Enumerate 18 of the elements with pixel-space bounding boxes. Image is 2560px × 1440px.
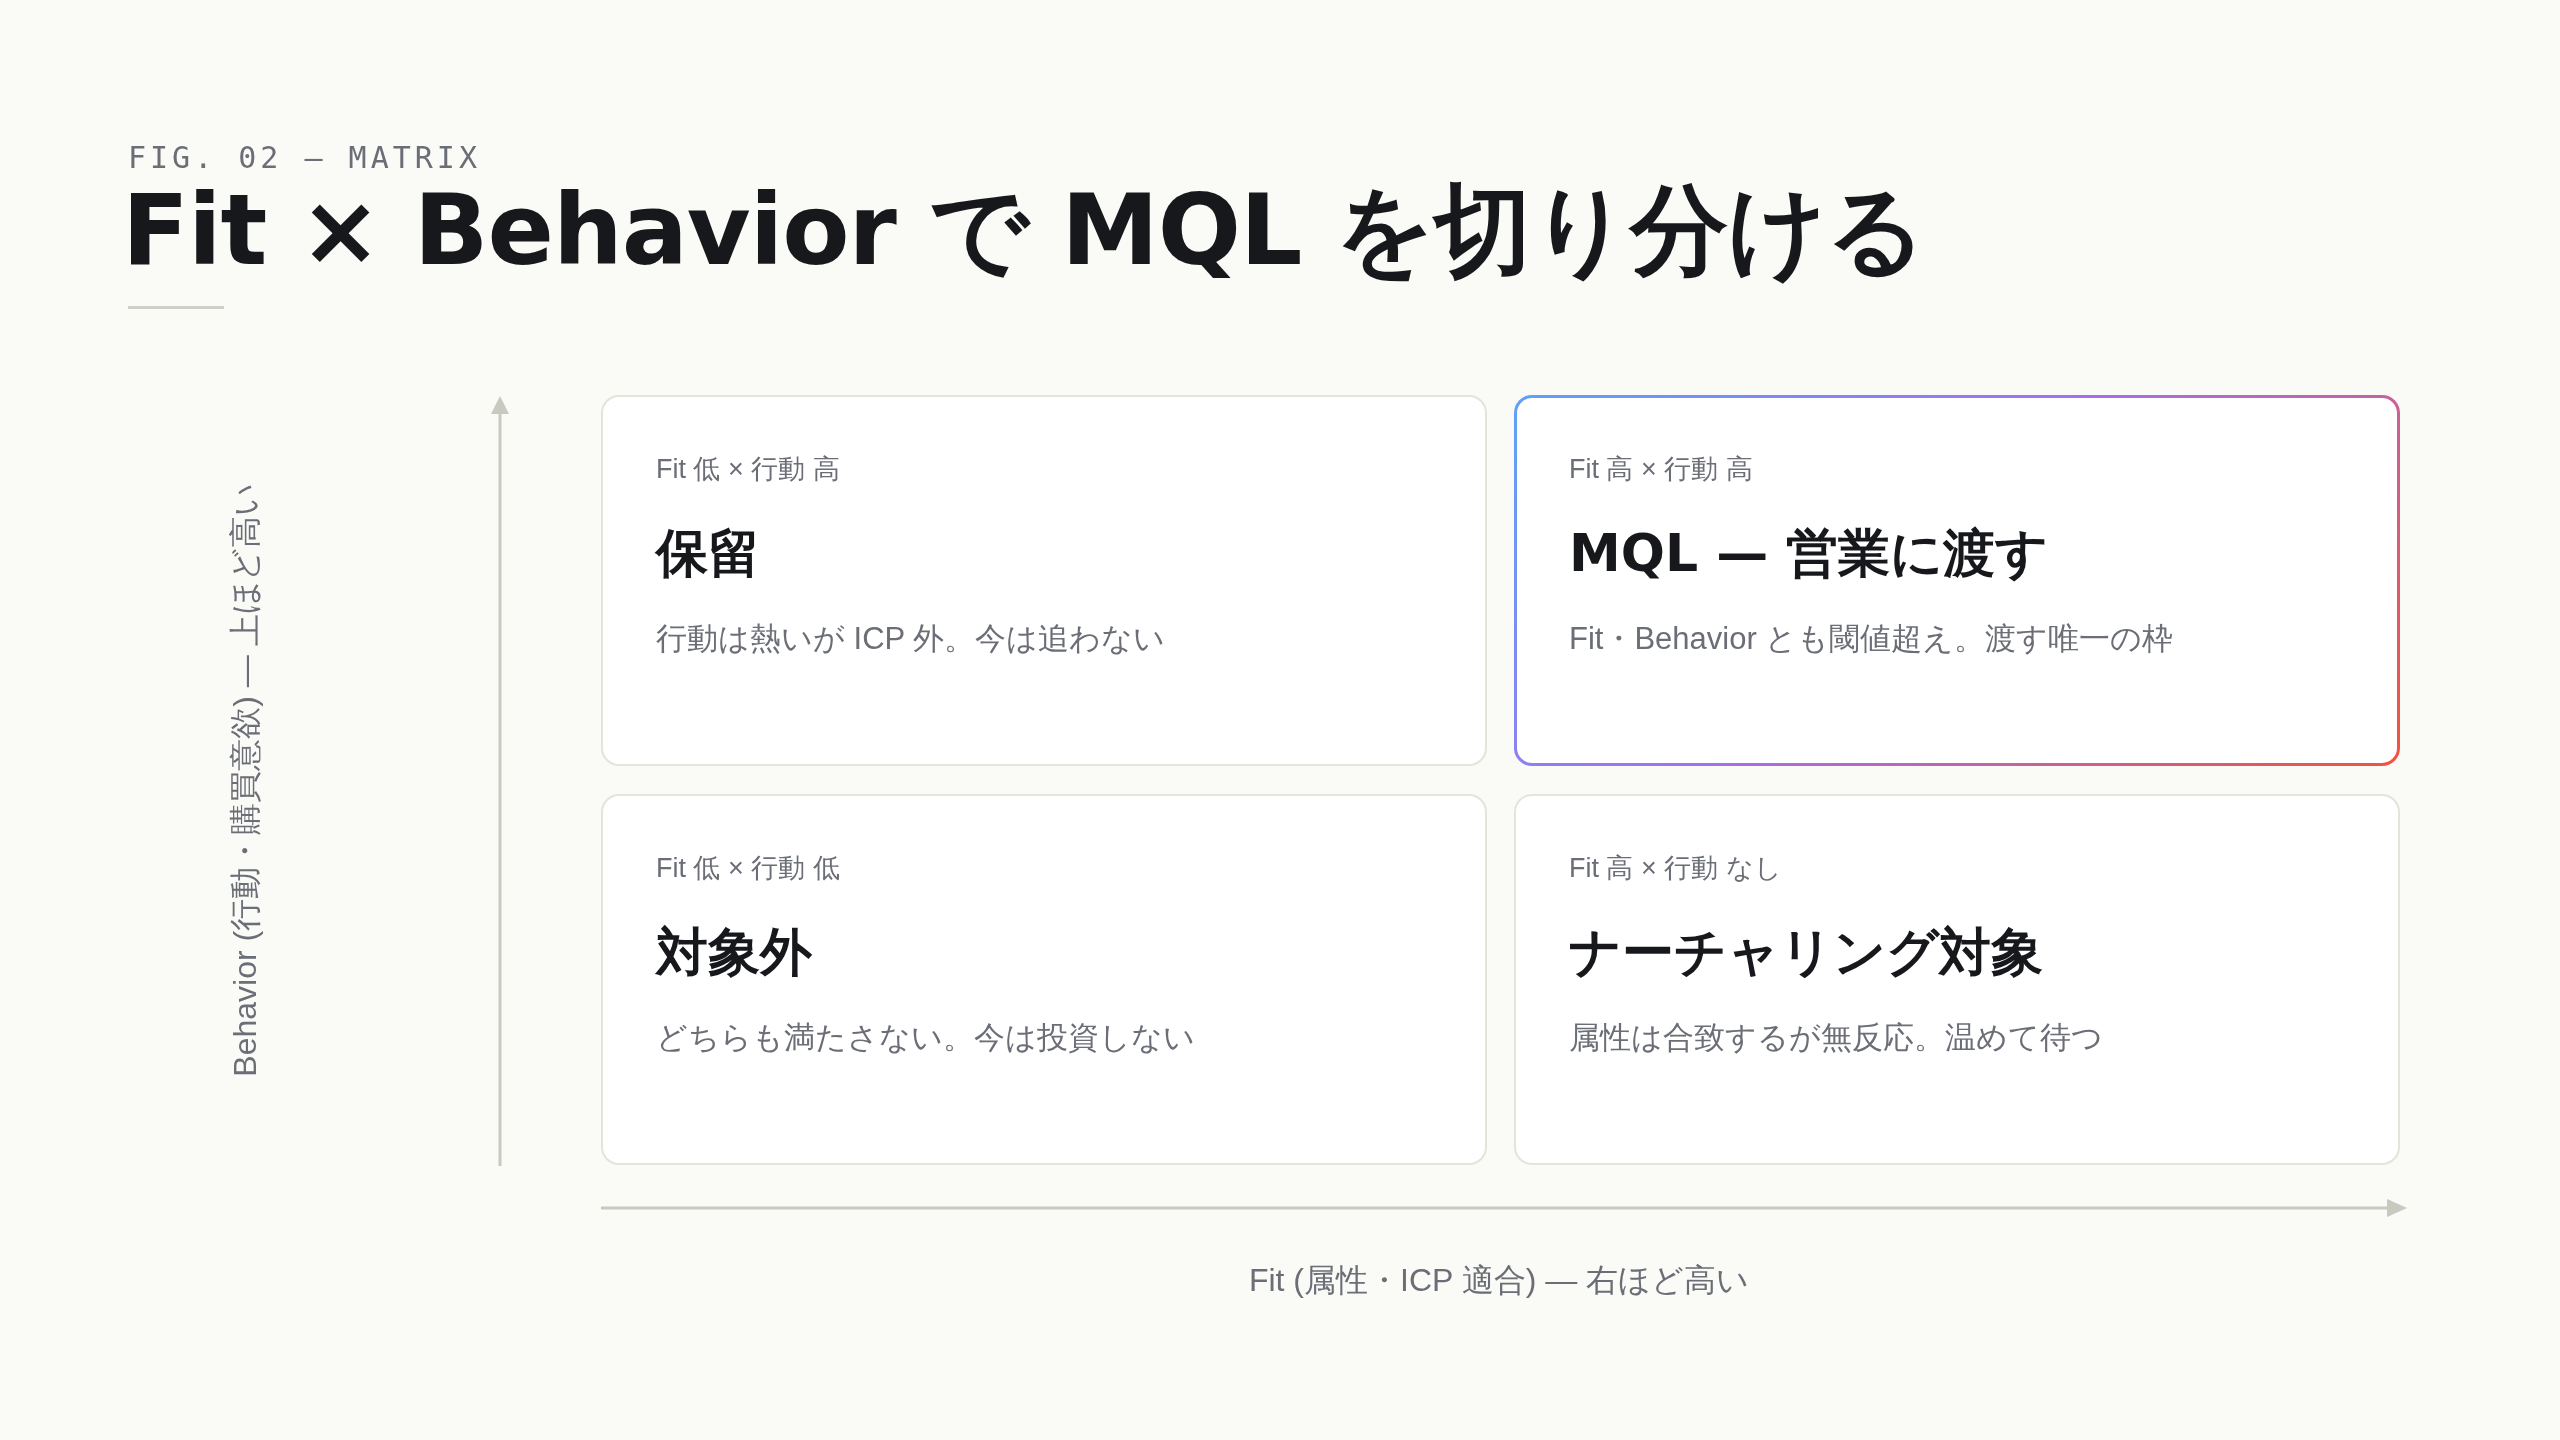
quadrant-condition: Fit 低 × 行動 低 xyxy=(656,852,840,885)
quadrant-card xyxy=(1514,395,2400,766)
quadrant-heading: MQL — 営業に渡す xyxy=(1569,522,2049,585)
quadrant-condition: Fit 低 × 行動 高 xyxy=(656,453,840,486)
quadrant-description: Fit・Behavior とも閾値超え。渡す唯一の枠 xyxy=(1569,620,2174,658)
quadrant-heading: 対象外 xyxy=(656,922,812,983)
quadrant-card xyxy=(1514,794,2400,1165)
quadrant-description: 行動は熱いが ICP 外。今は追わない xyxy=(656,620,1166,658)
quadrant-heading: 保留 xyxy=(656,523,760,584)
quadrant-condition: Fit 高 × 行動 高 xyxy=(1569,453,1753,486)
axis-label: Fit (属性・ICP 適合) — 右ほど高い xyxy=(1248,1260,1750,1300)
quadrant-condition: Fit 高 × 行動 なし xyxy=(1569,852,1782,885)
quadrant-card xyxy=(601,794,1487,1165)
quadrant-heading: ナーチャリング対象 xyxy=(1569,922,2043,983)
axis-label: Behavior (行動・購買意欲) — 上ほど高い xyxy=(225,483,264,1077)
quadrant-description: どちらも満たさない。今は投資しない xyxy=(656,1019,1195,1057)
quadrant-description: 属性は合致するが無反応。温めて待つ xyxy=(1569,1019,2103,1057)
quadrant-card xyxy=(601,395,1487,766)
